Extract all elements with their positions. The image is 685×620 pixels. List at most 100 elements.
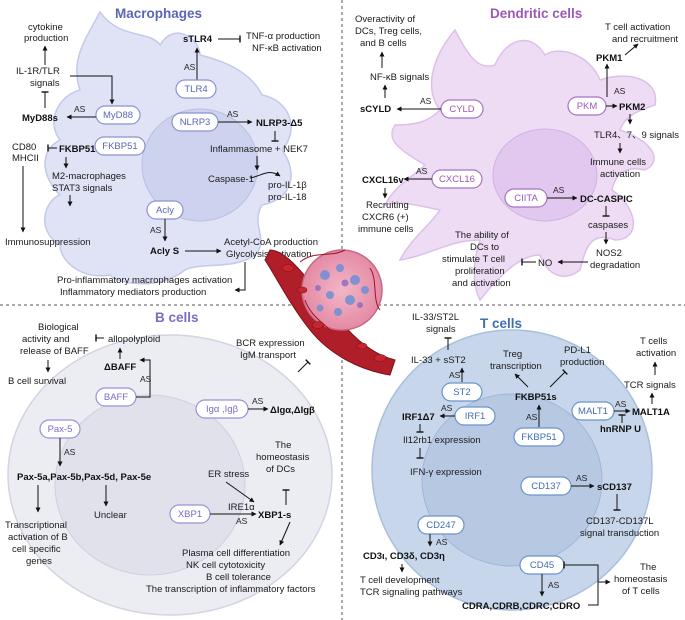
pro-il1b-label: pro-IL-1β — [268, 180, 307, 191]
pax5-isoforms-label: Pax-5a,Pax-5b,Pax-5d, Pax-5e — [17, 472, 151, 483]
stlr4-label: sTLR4 — [183, 34, 213, 45]
biological-label-1: Biological — [38, 322, 79, 333]
homeostasis-t-label-1: The — [640, 562, 656, 573]
svg-text:AS: AS — [236, 516, 248, 526]
cd137l-label-2: signal transduction — [580, 528, 659, 539]
cdra-label: CDRA,CDRB,CDRC,CDRO — [462, 601, 580, 612]
bcell-panel: B cells Biological activity and release … — [5, 310, 333, 616]
cd137l-label-1: CD137-CD137L — [586, 516, 654, 527]
treg-label-2: transcription — [490, 361, 542, 372]
pkm1-label: PKM1 — [596, 53, 623, 64]
transcriptional-label-4: genes — [26, 556, 52, 567]
degradation-label: degradation — [590, 260, 640, 271]
ciita-label: CIITA — [514, 193, 538, 204]
pkm-label: PKM — [577, 101, 598, 112]
pkm2-label: PKM2 — [619, 102, 645, 113]
cd80-label: CD80 — [12, 142, 36, 153]
plasma-cell-label: Plasma cell differentiation — [182, 548, 290, 559]
macrophage-title: Macrophages — [115, 6, 202, 21]
pro-il18-label: pro-IL-18 — [268, 192, 307, 203]
cd137-label: CD137 — [531, 481, 561, 492]
xbp1-label: XBP1 — [178, 509, 202, 520]
overactivity-label-1: Overactivity of — [355, 14, 416, 25]
macrophage-nucleus — [141, 108, 259, 222]
homeostasis-t-label-2: homeostasis — [614, 574, 668, 585]
cytokine-label: cytokine — [28, 22, 63, 33]
biological-label-3: release of BAFF — [20, 346, 89, 357]
t-cell-development-label: T cell development — [360, 575, 440, 586]
scd137-label: sCD137 — [597, 482, 632, 493]
svg-text:AS: AS — [252, 396, 264, 406]
tcell-title: T cells — [480, 316, 522, 331]
malt1-label: MALT1 — [578, 406, 608, 417]
caspases-label: caspases — [588, 220, 628, 231]
t-cells-activation-label-2: activation — [636, 348, 676, 359]
cxcl16v-label: CXCL16v — [362, 175, 404, 186]
xbp1s-label: XBP1-s — [258, 510, 291, 521]
inflammasome-label: Inflammasome + NEK7 — [210, 144, 308, 155]
hnrnpu-label: hnRNP U — [600, 424, 641, 435]
il33-st2l-label-1: IL-33/ST2L — [412, 312, 459, 323]
production-label: production — [24, 33, 68, 44]
il1r-label: IL-1R/TLR — [16, 66, 60, 77]
transcriptional-label-3: cell specific — [12, 544, 61, 555]
cyld-label: CYLD — [449, 104, 474, 115]
cd45-label: CD45 — [530, 560, 554, 571]
il12rb1-label: Il12rb1 expression — [403, 435, 481, 446]
cd3-label: CD3ι, CD3δ, CD3η — [363, 551, 445, 562]
tcr-signals-label: TCR signals — [624, 380, 676, 391]
ability-label-2: DCs to — [470, 242, 499, 253]
macrophage-panel: Macrophages cytokine production IL-1R/TL… — [5, 6, 322, 298]
svg-text:AS: AS — [526, 412, 538, 422]
irf1-d7-label: IRF1Δ7 — [402, 412, 435, 423]
st2-node — [441, 382, 483, 402]
tlr-signals-label: TLR4、7、9 signals — [594, 130, 679, 141]
b-cell-tolerance-label: B cell tolerance — [206, 572, 271, 583]
caspase1-label: Caspase-1 — [208, 174, 254, 185]
nos2-label: NOS2 — [596, 248, 622, 259]
nk-cell-label: NK cell cytotoxicity — [186, 560, 265, 571]
signals-label: signals — [30, 78, 60, 89]
svg-text:AS: AS — [140, 374, 152, 384]
bcr-expression-label: BCR expression — [236, 338, 305, 349]
transcriptional-label-1: Transcriptional — [5, 520, 67, 531]
mhcii-label: MHCII — [12, 153, 39, 164]
vessel-tumor-illustration — [264, 249, 396, 376]
b-cell-survival-label: B cell survival — [8, 376, 66, 387]
immune-activation-label-2: activation — [600, 169, 640, 180]
t-cells-activation-label-1: T cells — [640, 336, 668, 347]
nlrp3-label: NLRP3 — [180, 117, 211, 128]
homeostasis-dc-label-3: of DCs — [266, 464, 295, 475]
tnf-label: TNF-α production — [246, 31, 320, 42]
iga-igb-label: Igα ,Igβ — [206, 404, 239, 415]
dendritic-panel: Dendritic cells Overactivity of DCs, Tre… — [355, 6, 679, 302]
recruiting-label-3: immune cells — [358, 224, 414, 235]
ability-label-3: stimulate T cell — [442, 254, 505, 265]
homeostasis-t-label-3: of T cells — [622, 586, 660, 597]
svg-text:AS: AS — [420, 96, 432, 106]
proinflammatory-label: Pro-inflammatory macrophages activation — [57, 275, 232, 286]
immune-activation-label-1: Immune cells — [590, 157, 646, 168]
tcr-pathways-label: TCR signaling pathways — [360, 587, 463, 598]
overactivity-label-2: DCs, Treg cells, — [355, 26, 422, 37]
baff-label: BAFF — [104, 392, 128, 403]
immunosuppression-label: Immunosuppression — [5, 237, 91, 248]
svg-text:AS: AS — [416, 166, 428, 176]
ire1a-label: IRE1α — [228, 502, 255, 513]
svg-text:AS: AS — [64, 447, 76, 457]
delta-iga-label: ΔIgα,ΔIgβ — [270, 405, 315, 416]
allopolyploid-label: allopolyploid — [108, 334, 160, 345]
recruiting-label-1: Recruiting — [366, 200, 409, 211]
fkbp51-node — [94, 136, 146, 156]
svg-text:AS: AS — [74, 104, 86, 114]
no-label: NO — [538, 258, 552, 269]
svg-text:AS: AS — [548, 580, 560, 590]
tcell-nucleus — [421, 393, 603, 567]
ability-label-1: The ability of — [455, 230, 509, 241]
cd247-node — [417, 515, 465, 535]
svg-text:AS: AS — [441, 403, 453, 413]
myd88s-label: MyD88s — [22, 113, 58, 124]
dendritic-nucleus — [492, 128, 598, 222]
